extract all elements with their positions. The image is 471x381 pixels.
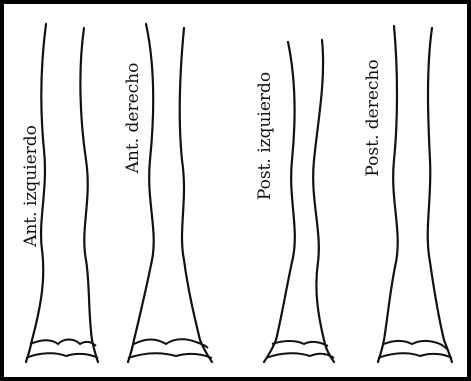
panel-label: Ant. derecho: [123, 63, 143, 175]
panel-label: Ant. izquierdo: [21, 125, 41, 248]
panel-label: Post. derecho: [363, 59, 383, 176]
panel-label: Post. izquierdo: [255, 72, 275, 200]
